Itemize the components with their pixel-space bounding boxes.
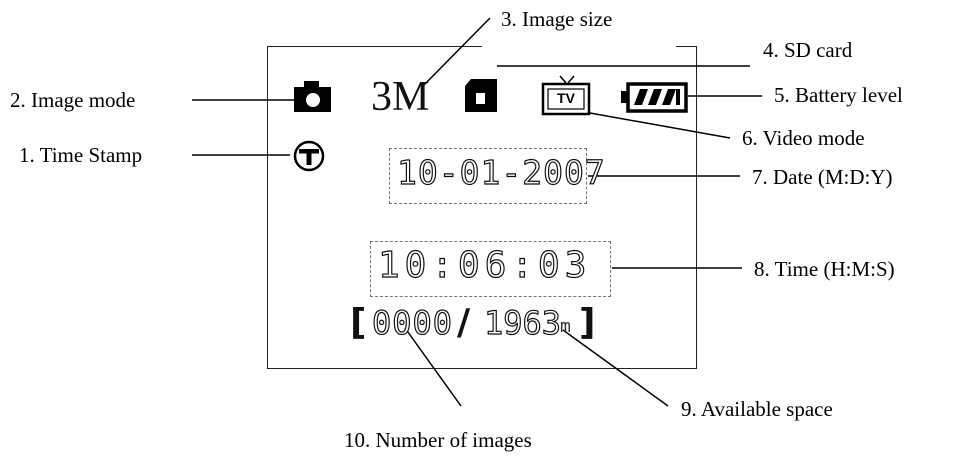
tv-icon (541, 75, 591, 116)
counter-bracket-open: [ (350, 302, 367, 343)
time-stamp-label: 1. Time Stamp (19, 143, 143, 167)
timestamp-icon (293, 140, 325, 172)
image-size-value: 3M (371, 76, 429, 118)
counter-bracket-close: ] (579, 302, 596, 343)
counter-separator: / (457, 302, 471, 343)
available-space-unit: m (560, 316, 571, 337)
image-size-label: 3. Image size (501, 7, 613, 31)
image-size-leader (423, 17, 491, 86)
number-of-images-leader (404, 327, 462, 407)
camera-icon (294, 81, 331, 112)
video-mode-label: 6. Video mode (742, 126, 865, 150)
image-count-value: 0000 (371, 304, 454, 342)
available-space-label: 9. Available space (681, 397, 833, 421)
video-mode-leader (589, 112, 731, 139)
image-size-text: 3M (371, 74, 430, 120)
battery-icon (621, 82, 688, 113)
sd-card-label: 4. SD card (763, 38, 853, 62)
time-label: 8. Time (H:M:S) (754, 257, 895, 281)
date-box (389, 148, 587, 204)
sd-card-icon (465, 79, 497, 112)
number-of-images-label: 10. Number of images (344, 428, 532, 452)
image-mode-label: 2. Image mode (10, 88, 136, 112)
available-space-leader (562, 329, 669, 407)
tv-text: TV (557, 90, 575, 106)
date-value: 10-01-2007 (396, 153, 606, 192)
available-space-value: 1963 (483, 304, 562, 342)
time-box (370, 241, 611, 297)
date-label: 7. Date (M:D:Y) (752, 165, 893, 189)
battery-level-label: 5. Battery level (774, 83, 903, 107)
time-value: 10:06:03 (377, 245, 592, 286)
